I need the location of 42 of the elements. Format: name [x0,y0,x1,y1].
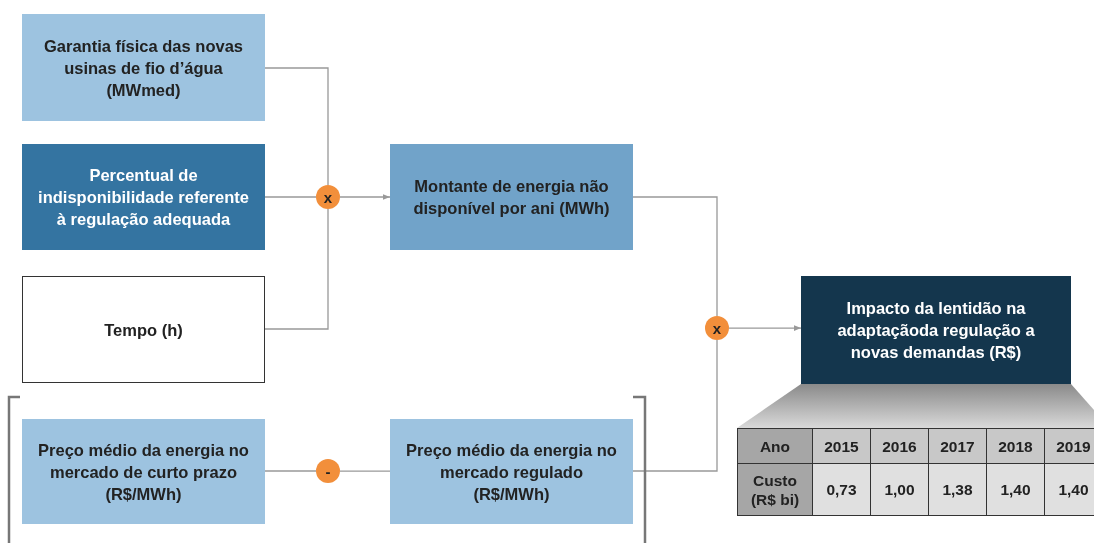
connector-line [264,208,329,330]
operator-circle [705,316,729,340]
table-cell: 1,40 [986,463,1045,516]
process-box [801,276,1071,384]
box-label: Garantia física das novas usinas de fio d’água (MWmed) [43,35,244,101]
operator-symbol: - [325,463,331,479]
connector-line [264,67,329,186]
table-cell: 2016 [870,428,929,464]
operator-symbol: x [323,189,333,205]
process-box [22,144,265,250]
process-box [390,144,633,250]
box-label: Impacto da lentidão na adaptaçãoda regulação a novas demandas (R$) [836,298,1036,363]
operator-circle [316,459,340,483]
box-label: Preço médio da energia no mercado de curto prazo (R$/MWh) [37,439,250,505]
connector-line [264,196,317,198]
process-box [22,276,265,383]
box-label: Tempo (h) [103,319,184,341]
table-cell: Custo (R$ bi) [737,463,813,516]
table-cell: Ano [737,428,813,464]
connector-line [264,470,317,472]
arrow [728,325,802,331]
box-label: Preço médio da energia no mercado regulado (R$/MWh) [405,439,618,505]
connector-line [339,470,391,472]
process-box [22,419,265,524]
table-cell: 1,38 [928,463,987,516]
projection-shading [737,384,1094,428]
process-box [22,14,265,121]
connector-line [632,339,718,472]
operator-symbol: x [712,320,722,336]
connector-line [632,196,718,317]
table-cell: 2018 [986,428,1045,464]
table-cell: 2017 [928,428,987,464]
arrow [339,194,391,200]
box-label: Montante de energia não disponível por ani (MWh) [412,176,611,219]
table-cell: 1,40 [1044,463,1094,516]
process-box [390,419,633,524]
table-cell: 0,73 [812,463,871,516]
table-cell: 2019 [1044,428,1094,464]
table-cell: 2015 [812,428,871,464]
box-label: Percentual de indisponibilidade referente à regulação adequada [37,165,250,230]
table-cell: 1,00 [870,463,929,516]
operator-circle [316,185,340,209]
